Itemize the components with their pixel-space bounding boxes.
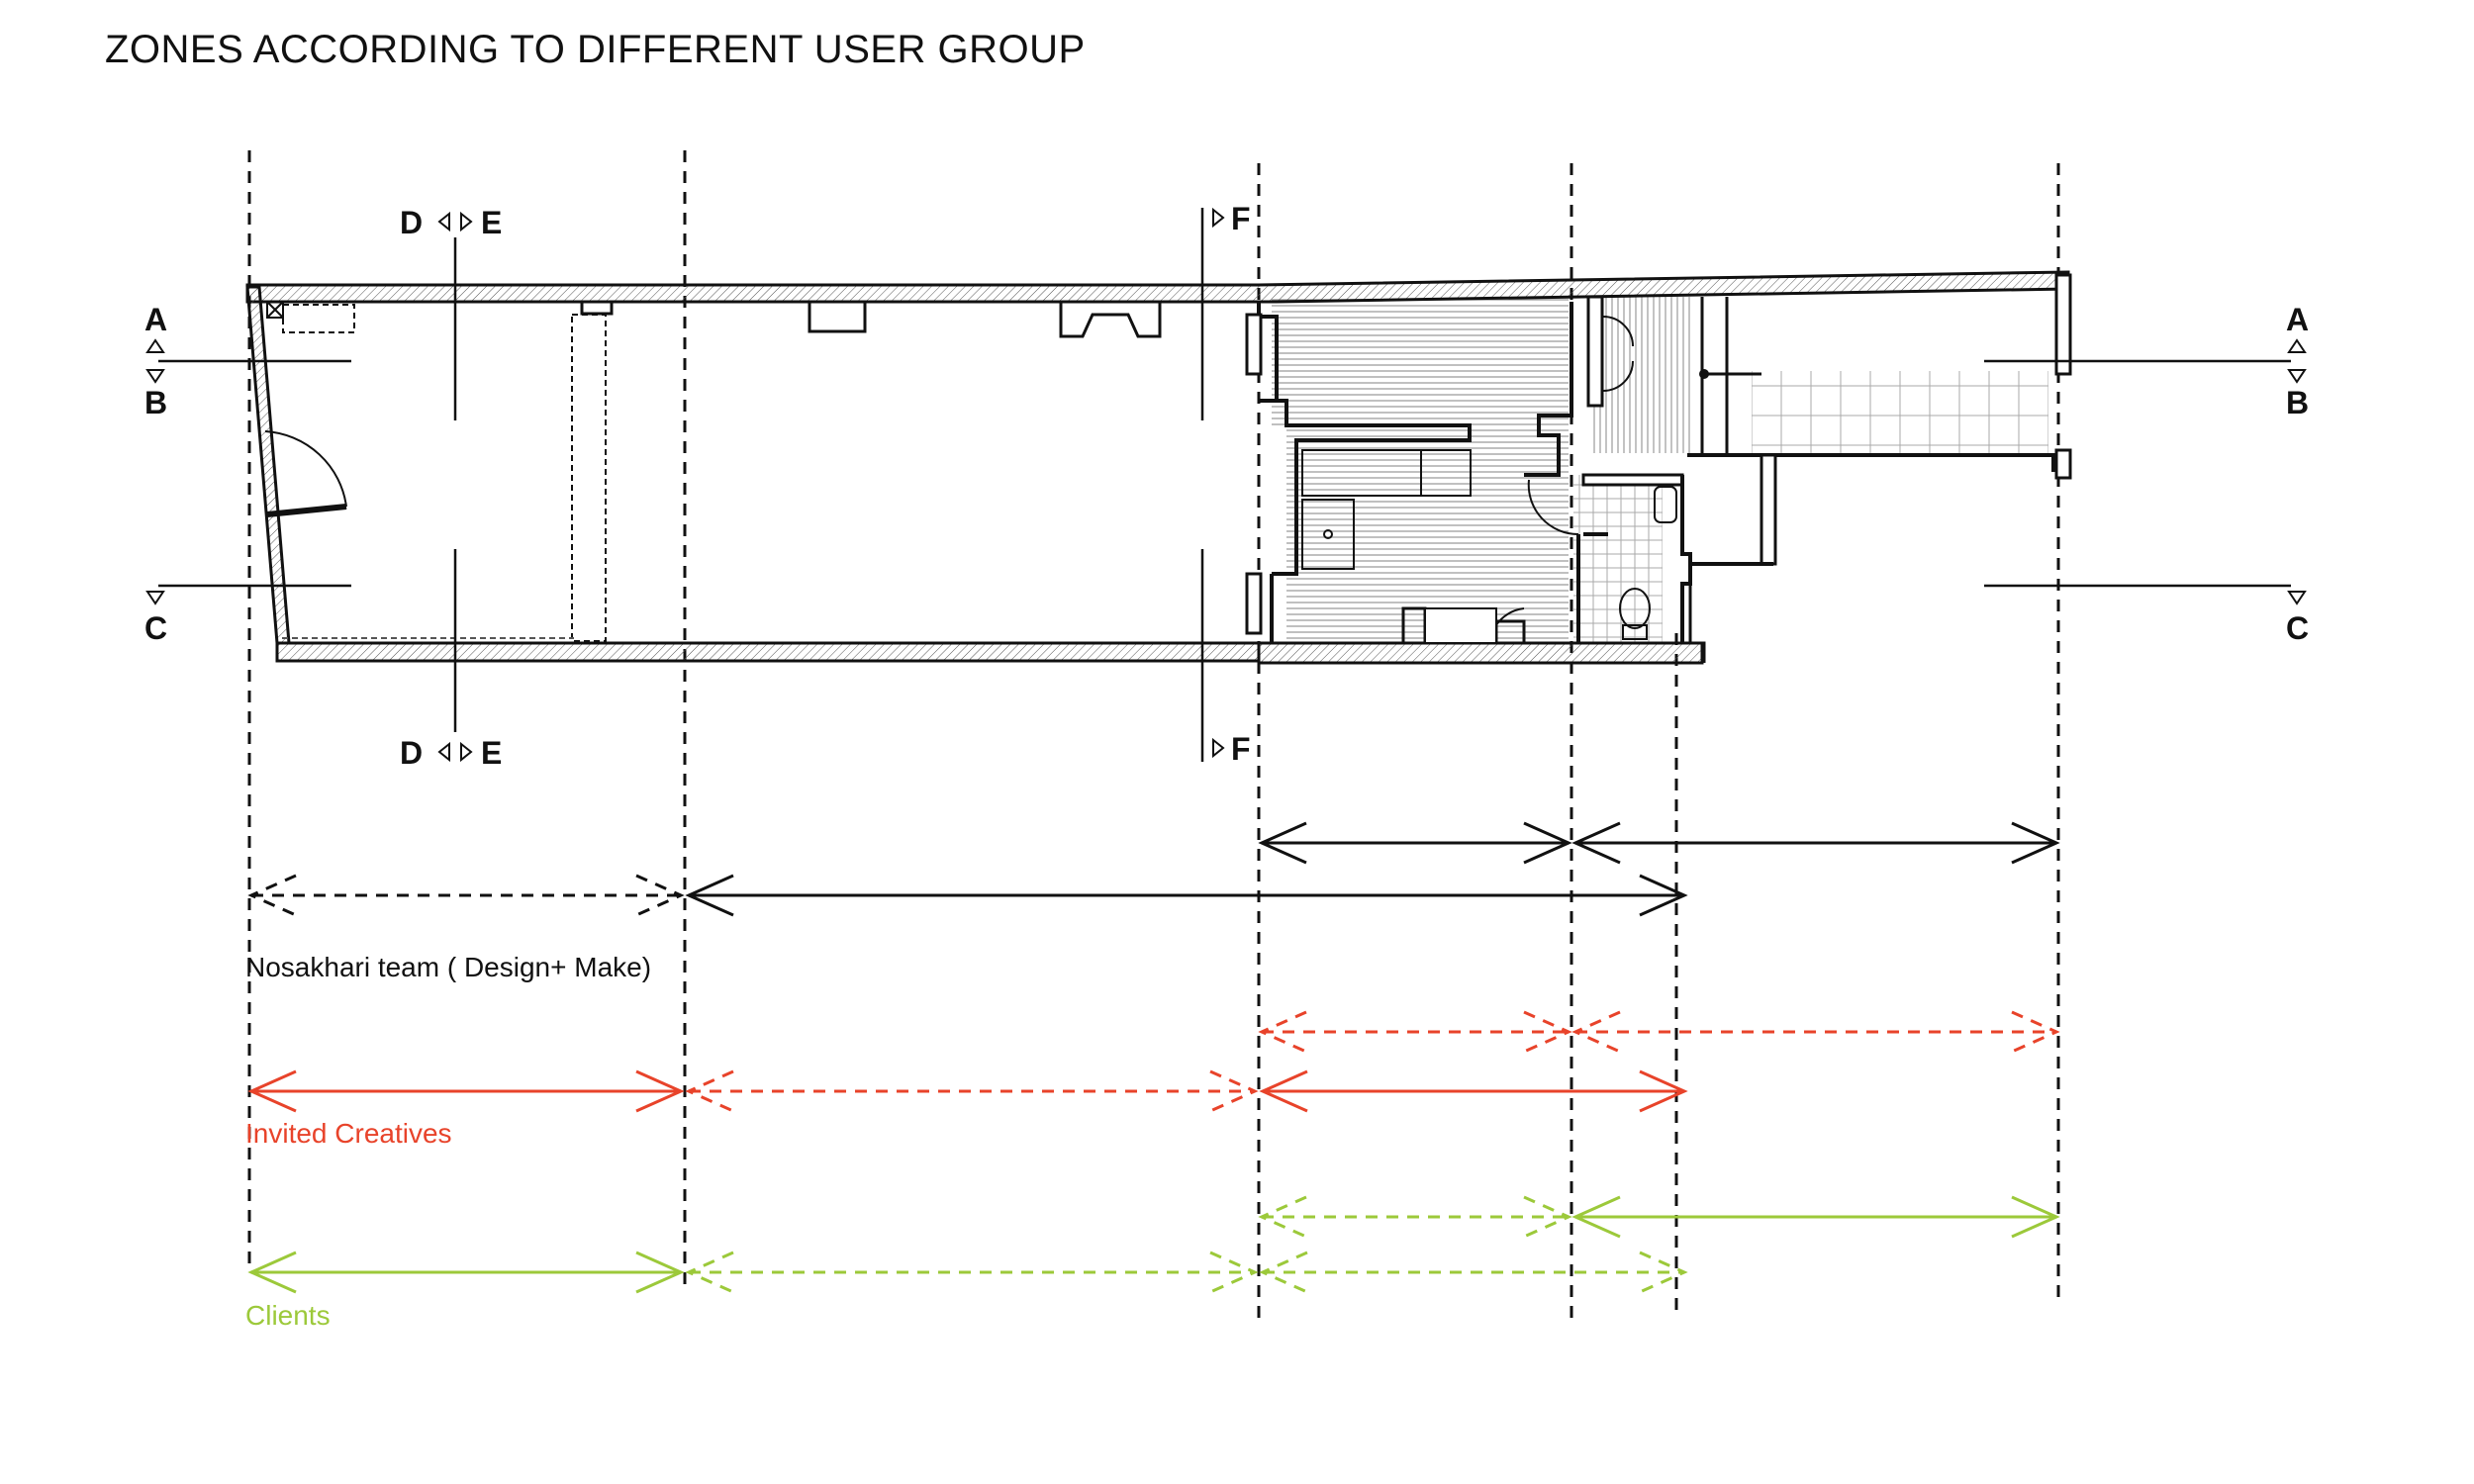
- arrow-team-zone2-4: [685, 874, 1688, 917]
- section-marker-C-left: C: [144, 591, 167, 646]
- section-marker-C-right: C: [2286, 591, 2309, 646]
- arrow-creatives-zone2-dashed: [685, 1069, 1259, 1113]
- arrow-team-zone1-dashed: [247, 874, 685, 917]
- arrows-nosakhari-team: [247, 821, 2060, 917]
- arrow-clients-zone5: [1571, 1195, 2060, 1239]
- label-clients: Clients: [245, 1300, 331, 1331]
- section-marker-F-bottom: F: [1212, 731, 1251, 767]
- arrow-clients-zone4-dashed: [1258, 1195, 1572, 1239]
- marker-label-E-bottom: E: [481, 735, 502, 771]
- section-marker-B-left: B: [144, 369, 167, 420]
- section-marker-DE-bottom: D E: [400, 735, 502, 771]
- marker-label-A-right: A: [2286, 302, 2309, 337]
- arrows-invited-creatives: [247, 1010, 2060, 1113]
- arrow-clients-zone2-dashed: [685, 1251, 1259, 1294]
- arrow-team-zone5: [1571, 821, 2060, 865]
- section-marker-B-right: B: [2286, 369, 2309, 420]
- marker-label-C-left: C: [144, 610, 167, 646]
- marker-label-D-bottom: D: [400, 735, 423, 771]
- arrow-creatives-zone1: [247, 1069, 685, 1113]
- building-outline: [245, 270, 2072, 665]
- arrow-creatives-zone3: [1259, 1069, 1688, 1113]
- label-nosakhari-team: Nosakhari team ( Design+ Make): [245, 952, 652, 982]
- marker-label-B-right: B: [2286, 385, 2309, 420]
- marker-label-C-right: C: [2286, 610, 2309, 646]
- arrows-clients: [247, 1195, 2060, 1294]
- marker-label-F-top: F: [1231, 201, 1251, 236]
- diagram-title: ZONES ACCORDING TO DIFFERENT USER GROUP: [105, 28, 1086, 71]
- section-marker-F-top: F: [1212, 201, 1251, 236]
- marker-label-E-top: E: [481, 205, 502, 240]
- marker-label-D-top: D: [400, 205, 423, 240]
- section-marker-A-left: A: [144, 302, 167, 353]
- section-marker-A-right: A: [2286, 302, 2309, 353]
- arrow-team-zone4: [1258, 821, 1572, 865]
- arrow-clients-zone3-dashed: [1259, 1251, 1688, 1294]
- section-marker-DE-top: D E: [400, 205, 502, 240]
- arrow-creatives-zone4-dashed: [1258, 1010, 1572, 1054]
- marker-label-A-left: A: [144, 302, 167, 337]
- label-invited-creatives: Invited Creatives: [245, 1118, 452, 1149]
- arrow-creatives-zone5-dashed: [1571, 1010, 2060, 1054]
- marker-label-B-left: B: [144, 385, 167, 420]
- marker-label-F-bottom: F: [1231, 731, 1251, 767]
- arrow-clients-zone1: [247, 1251, 685, 1294]
- section-lines: [158, 208, 2291, 762]
